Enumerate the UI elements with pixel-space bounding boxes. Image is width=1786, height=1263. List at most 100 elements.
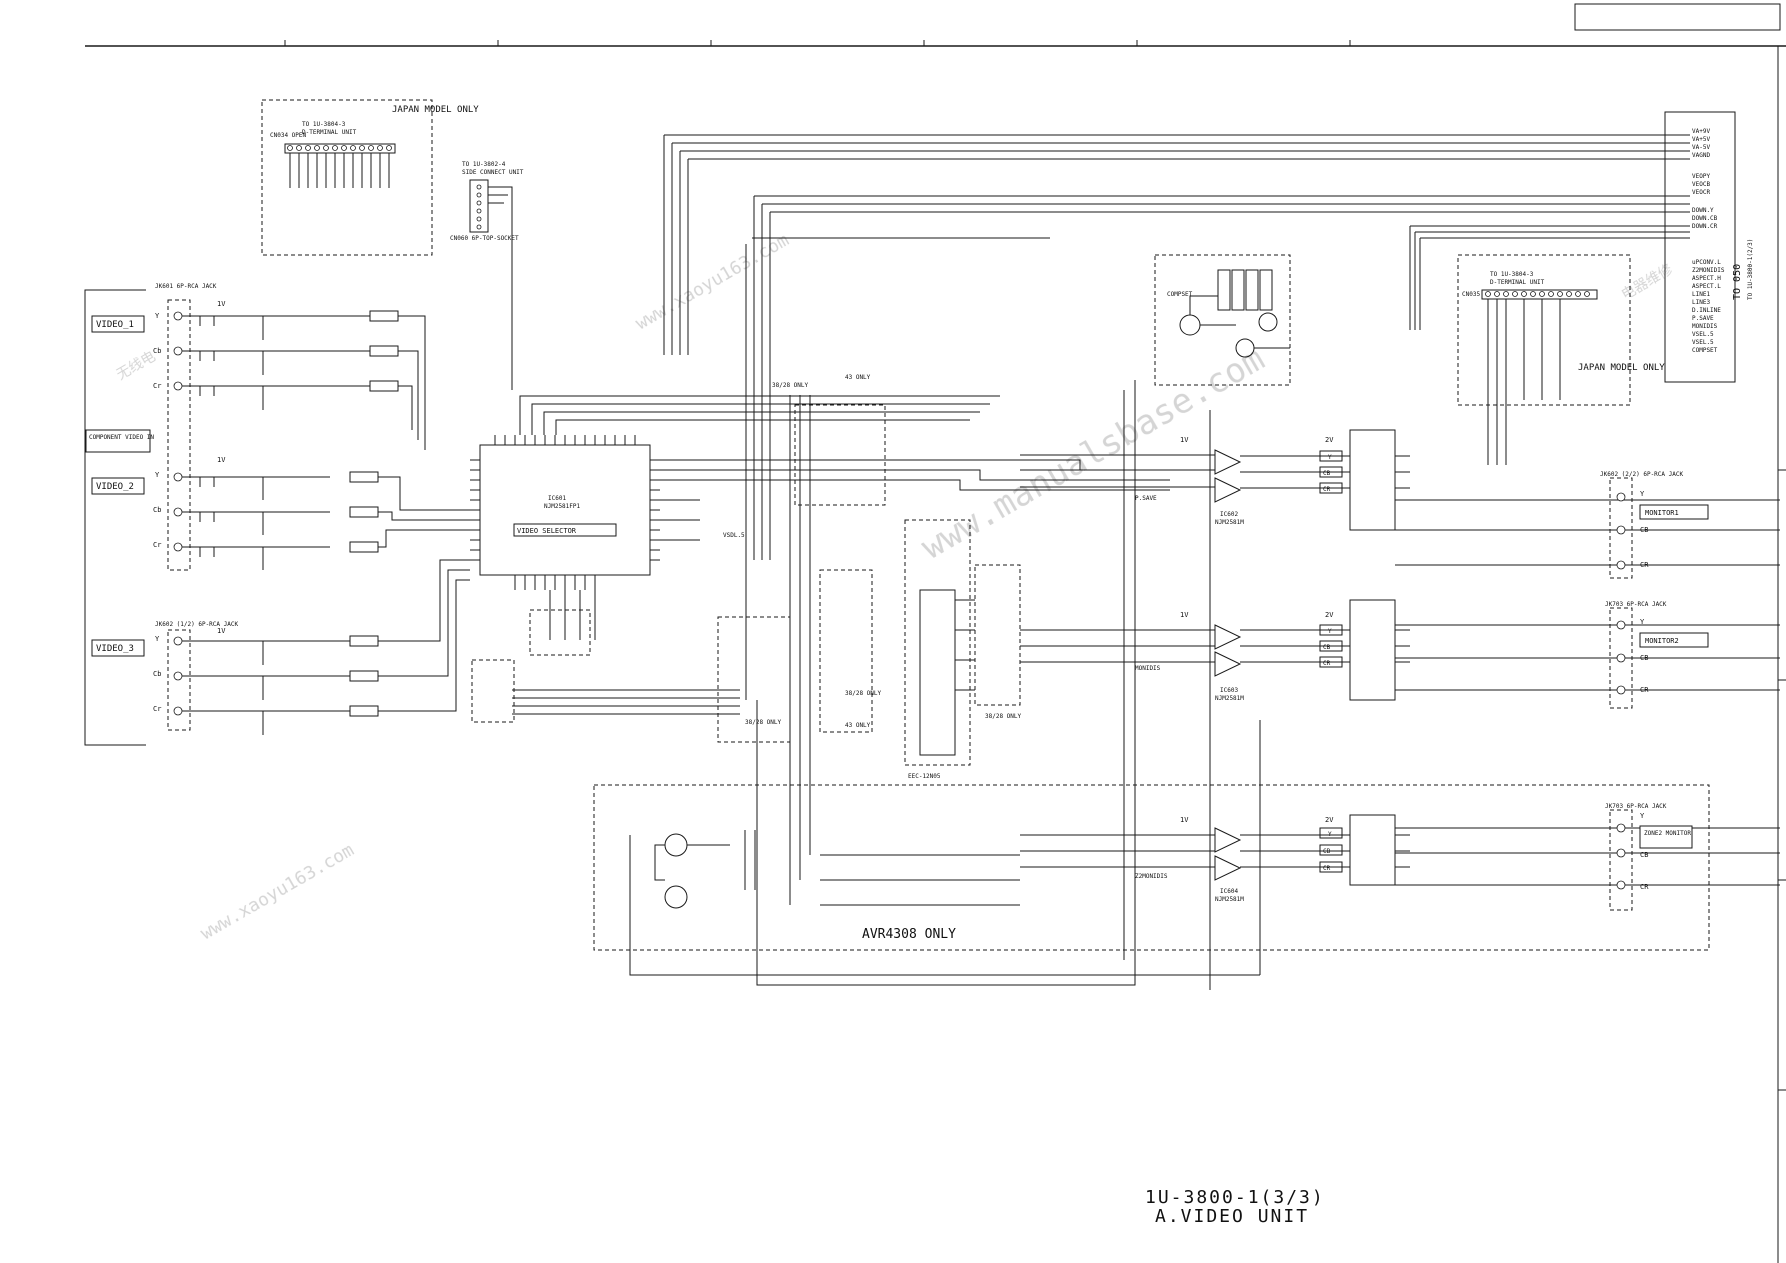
jack1-label: JK601 6P-RCA JACK	[155, 283, 217, 290]
svg-text:CB: CB	[1323, 470, 1331, 477]
svg-text:CB: CB	[1640, 654, 1648, 662]
svg-text:Z2MONIDIS: Z2MONIDIS	[1692, 267, 1725, 274]
japan-top-conn: CN034 OPEN	[270, 132, 307, 139]
svg-text:www.xaoyu163.com: www.xaoyu163.com	[632, 229, 793, 334]
svg-text:MONIDIS: MONIDIS	[1692, 323, 1718, 330]
svg-text:VEOPY: VEOPY	[1692, 173, 1710, 180]
svg-text:43 ONLY: 43 ONLY	[845, 722, 871, 729]
svg-text:Cb: Cb	[153, 506, 161, 514]
svg-text:Y: Y	[1640, 812, 1645, 820]
japan-right-block: TO 1U-3804-3 D-TERMINAL UNIT CN035 OPEN …	[1457, 254, 1665, 465]
return-loops	[756, 380, 1261, 990]
output-zone2: JK703 6P-RCA JACK Y CB CR ZONE2 MONITOR	[1605, 803, 1693, 911]
svg-text:Y: Y	[155, 471, 160, 479]
japan-top-note: JAPAN MODEL ONLY	[392, 105, 479, 115]
monitor1-label: MONITOR1	[1645, 509, 1679, 517]
vsdl-label: VSDL.5	[723, 532, 745, 539]
title-block: 1U-3800-1(3/3) A.VIDEO UNIT	[1145, 1187, 1323, 1227]
svg-text:CR: CR	[1640, 561, 1649, 569]
svg-text:Cr: Cr	[153, 705, 161, 713]
video3-label: VIDEO_3	[96, 644, 134, 654]
svg-text:CN035 OPEN: CN035 OPEN	[1462, 291, 1499, 298]
side-connect-unit: SIDE CONNECT UNIT	[462, 169, 524, 176]
input-bracket: VIDEO_1 COMPONENT VIDEO IN VIDEO_2 VIDEO…	[84, 289, 154, 746]
svg-text:IC602: IC602	[1220, 511, 1238, 518]
svg-text:NJM2581M: NJM2581M	[1215, 695, 1244, 702]
svg-text:D.INLINE: D.INLINE	[1692, 307, 1721, 314]
svg-text:LINE1: LINE1	[1692, 291, 1710, 298]
svg-text:Y: Y	[155, 312, 160, 320]
svg-text:38/28 ONLY: 38/28 ONLY	[985, 713, 1022, 720]
japan-top-to: TO 1U-3804-3	[302, 121, 346, 128]
svg-text:1V: 1V	[1180, 436, 1189, 444]
svg-text:38/28 ONLY: 38/28 ONLY	[845, 690, 882, 697]
selector-part: NJM2581FP1	[544, 503, 581, 510]
svg-text:Y: Y	[155, 635, 160, 643]
svg-text:VA+9V: VA+9V	[1692, 128, 1710, 135]
svg-text:Y: Y	[1328, 454, 1332, 461]
monitor2-label: MONITOR2	[1645, 637, 1679, 645]
japan-right-note: JAPAN MODEL ONLY	[1578, 363, 1665, 373]
svg-text:JK602 (2/2) 6P-RCA JACK: JK602 (2/2) 6P-RCA JACK	[1600, 471, 1683, 478]
svg-text:P.SAVE: P.SAVE	[1692, 315, 1714, 322]
svg-text:CR: CR	[1323, 865, 1331, 872]
compset-block: COMPSET	[1154, 254, 1291, 386]
svg-text:Cr: Cr	[153, 382, 161, 390]
svg-text:VEOCB: VEOCB	[1692, 181, 1710, 188]
svg-text:VSEL.5: VSEL.5	[1692, 339, 1714, 346]
zone2-label: ZONE2 MONITOR	[1644, 830, 1691, 837]
destination-sub: TO 1U-3800-1(2/3)	[1747, 239, 1754, 300]
svg-text:VEOCR: VEOCR	[1692, 189, 1710, 196]
avr-only-region: AVR4308 ONLY	[593, 395, 1710, 976]
side-connect: TO 1U-3802-4 SIDE CONNECT UNIT CN060 6P-…	[450, 161, 524, 390]
japan-top-block: TO 1U-3804-3 D-TERMINAL UNIT CN034 OPEN …	[261, 99, 479, 256]
driver-row-3: 1V 2V IC604 NJM2581M Z2MONIDIS Y CB CR	[1020, 816, 1410, 903]
svg-text:2V: 2V	[1325, 816, 1334, 824]
svg-text:IC604: IC604	[1220, 888, 1238, 895]
avr-only-label: AVR4308 ONLY	[862, 927, 956, 942]
svg-text:2V: 2V	[1325, 611, 1334, 619]
svg-text:Cr: Cr	[153, 541, 161, 549]
selector-ref: IC601	[548, 495, 566, 502]
watermarks: www.xaoyu163.com www.manualsbase.com www…	[114, 229, 1675, 944]
svg-text:CR: CR	[1323, 486, 1331, 493]
title-line2: A.VIDEO UNIT	[1155, 1206, 1309, 1227]
japan-top-unit: D-TERMINAL UNIT	[302, 129, 357, 136]
driver-row-1: 1V 2V IC602 NJM2581M P.SAVE Y CB CR	[1020, 436, 1410, 526]
frame	[85, 3, 1786, 1263]
output-monitor1: JK602 (2/2) 6P-RCA JACK Y CB CR MONITOR1	[1600, 471, 1709, 579]
jack-group-2: JK602 (1/2) 6P-RCA JACK Y Cb Cr 1V	[153, 621, 350, 735]
side-connect-conn: CN060 6P-TOP-SOCKET	[450, 235, 519, 242]
svg-text:IC603: IC603	[1220, 687, 1238, 694]
svg-text:COMPSET: COMPSET	[1167, 291, 1193, 298]
video1-label: VIDEO_1	[96, 320, 134, 330]
svg-text:CR: CR	[1640, 686, 1649, 694]
svg-text:Z2MONIDIS: Z2MONIDIS	[1135, 873, 1168, 880]
svg-text:TO 1U-3804-3: TO 1U-3804-3	[1490, 271, 1534, 278]
japan-top-pins	[287, 145, 392, 151]
jack-group-1: JK601 6P-RCA JACK Y Cb Cr 1V Y Cb Cr 1V	[153, 283, 370, 571]
selector-name: VIDEO SELECTOR	[517, 527, 577, 535]
svg-text:Y: Y	[1640, 618, 1645, 626]
svg-text:www.xaoyu163.com: www.xaoyu163.com	[197, 839, 358, 944]
svg-text:1V: 1V	[217, 456, 226, 464]
power-bus	[663, 111, 1736, 700]
variant-boxes: 38/28 ONLY 43 ONLY EEC-12N05 43 ONLY 38/…	[717, 374, 1022, 780]
svg-text:MONIDIS: MONIDIS	[1135, 665, 1161, 672]
svg-text:JK703 6P-RCA JACK: JK703 6P-RCA JACK	[1605, 601, 1667, 608]
jack2-label: JK602 (1/2) 6P-RCA JACK	[155, 621, 238, 628]
svg-text:1V: 1V	[1180, 611, 1189, 619]
svg-text:CB: CB	[1323, 644, 1331, 651]
svg-text:Cb: Cb	[153, 670, 161, 678]
svg-text:38/28 ONLY: 38/28 ONLY	[772, 382, 809, 389]
svg-text:Y: Y	[1328, 628, 1332, 635]
svg-text:VAGND: VAGND	[1692, 152, 1710, 159]
svg-text:P.SAVE: P.SAVE	[1135, 495, 1157, 502]
svg-text:DOWN.CB: DOWN.CB	[1692, 215, 1718, 222]
video-selector: VIDEO SELECTOR IC601 NJM2581FP1 VSDL.5	[470, 435, 745, 590]
video2-label: VIDEO_2	[96, 482, 134, 492]
svg-text:JK703 6P-RCA JACK: JK703 6P-RCA JACK	[1605, 803, 1667, 810]
svg-text:DOWN.CR: DOWN.CR	[1692, 223, 1718, 230]
svg-text:CR: CR	[1323, 660, 1331, 667]
